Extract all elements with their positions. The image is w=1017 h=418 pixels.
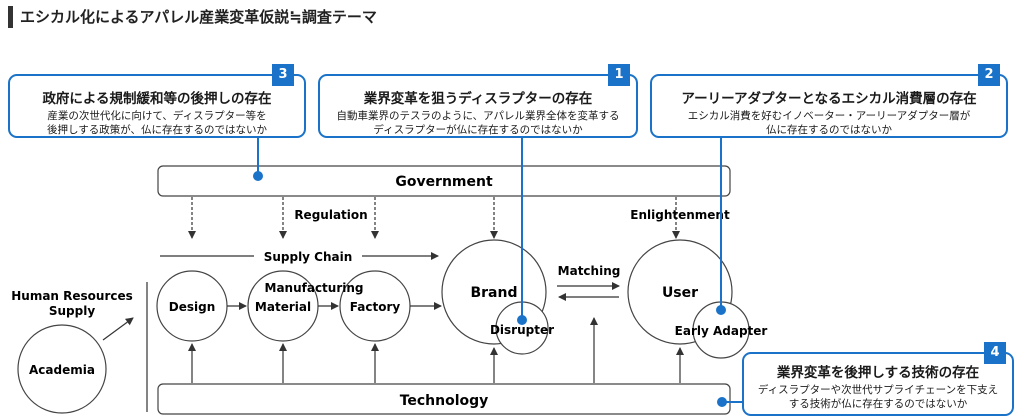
title-accent-bar: [8, 6, 13, 28]
factory-label: Factory: [350, 300, 401, 314]
manufacturing-label: Manufacturing: [265, 281, 364, 295]
academia-arrow: [102, 317, 134, 341]
callout-heading: 業界変革を後押しする技術の存在: [776, 365, 980, 381]
material-label: Material: [255, 300, 311, 314]
callout-early-adopter: 2 アーリーアダプターとなるエシカル消費層の存在 エシカル消費を好むイノベーター…: [650, 64, 1008, 138]
callout-heading: アーリーアダプターとなるエシカル消費層の存在: [681, 91, 977, 107]
academia-label: Academia: [29, 363, 95, 377]
callout-heading: 業界変革を狙うディスラプターの存在: [363, 91, 593, 107]
disrupter-label: Disrupter: [490, 323, 554, 337]
callout-body-line2: 仏に存在するのではないか: [766, 124, 892, 136]
hr-supply-label-line2: Supply: [49, 304, 95, 318]
technology-box: [157, 383, 731, 415]
callout-body-line1: エシカル消費を好むイノベーター・アーリーアダプター層が: [687, 110, 971, 122]
regulation-label: Regulation: [294, 208, 367, 222]
callout-body-line2: ディスラプターが仏に存在するのではないか: [373, 124, 583, 136]
callout-number-badge: 1: [608, 64, 630, 86]
callout-body-line2: 後押しする政策が、仏に存在するのではないか: [46, 124, 268, 136]
callout-body-line2: する技術が仏に存在するのではないか: [788, 398, 968, 410]
enlightenment-label: Enlightenment: [630, 208, 730, 222]
callout-technology: 4 業界変革を後押しする技術の存在 ディスラプターや次世代サプライチェーンを下支…: [742, 342, 1014, 416]
regulation-arrows: [188, 197, 680, 239]
matching-label: Matching: [558, 264, 621, 278]
callout-government: 3 政府による規制緩和等の後押しの存在 産業の次世代化に向けて、ディスラプター等…: [8, 64, 306, 138]
government-box: [157, 165, 731, 197]
technology-arrows: [188, 317, 684, 383]
supply-chain-label: Supply Chain: [264, 250, 353, 264]
callout-body-line1: ディスラプターや次世代サプライチェーンを下支え: [757, 384, 999, 396]
callout-body-line1: 自動車業界のテスラのように、アパレル業界全体を変革する: [336, 110, 620, 122]
callout-connectors: [253, 138, 742, 407]
callout-number-badge: 2: [978, 64, 1000, 86]
callout-number-badge: 4: [984, 342, 1006, 364]
user-label: User: [662, 285, 698, 301]
design-label: Design: [169, 300, 216, 314]
callout-body-line1: 産業の次世代化に向けて、ディスラプター等を: [47, 110, 267, 122]
callout-number-badge: 3: [272, 64, 294, 86]
government-label: Government: [395, 174, 493, 190]
callout-heading: 政府による規制緩和等の後押しの存在: [42, 91, 272, 107]
academia-circle: [17, 324, 107, 414]
callout-disrupter: 1 業界変革を狙うディスラプターの存在 自動車業界のテスラのように、アパレル業界…: [318, 64, 638, 138]
technology-label: Technology: [400, 393, 489, 409]
early-adapter-label: Early Adapter: [675, 324, 768, 338]
page-title: エシカル化によるアパレル産業変革仮説≒調査テーマ: [20, 8, 377, 26]
hr-supply-label-line1: Human Resources: [11, 289, 133, 303]
brand-label: Brand: [470, 285, 517, 301]
